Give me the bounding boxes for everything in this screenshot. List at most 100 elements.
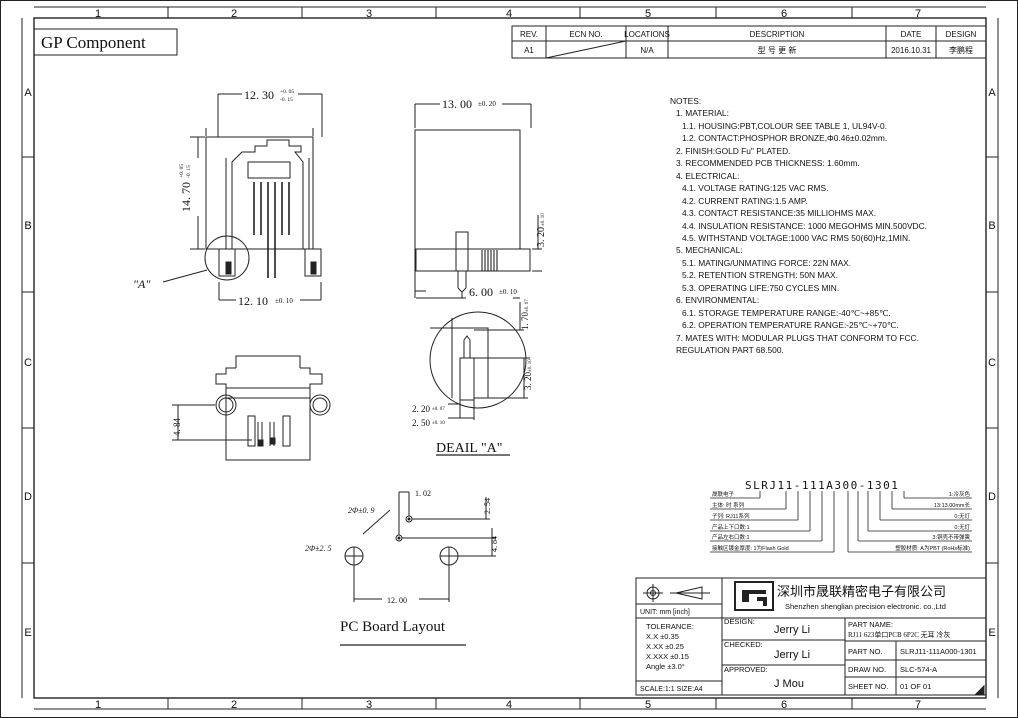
zone-col-5-top: 5 (645, 8, 651, 20)
part-name-label: PART NAME: (848, 620, 893, 629)
note-line: 4.1. VOLTAGE RATING:125 VAC RMS. (682, 183, 829, 194)
side-width-dim: 13. 00 (442, 97, 472, 111)
detail-a-view (429, 302, 530, 456)
design-name: Jerry Li (774, 624, 810, 636)
note-line: 6.1. STORAGE TEMPERATURE RANGE:-40℃~+85℃… (682, 307, 891, 318)
side-view (414, 103, 542, 299)
tolerance-heading: TOLERANCE: (646, 622, 694, 631)
side-pin-height-dim: 3. 20 (536, 227, 547, 247)
zone-col-3-bottom: 3 (366, 699, 372, 711)
bottom-view (172, 355, 331, 461)
bottom-view-dims: 4. 84 (172, 418, 182, 437)
rev-header-rev: REV. (520, 30, 538, 39)
zone-row-a-left: A (24, 87, 32, 99)
note-line: REGULATION PART 68.500. (676, 345, 784, 356)
front-height-tol-lower: -0. 15 (186, 165, 192, 178)
zone-col-1-bottom: 1 (95, 699, 101, 711)
zone-row-e-right: E (988, 627, 995, 639)
note-line: 6.2. OPERATION TEMPERATURE RANGE:-25℃~+7… (682, 320, 899, 331)
projection-symbol (643, 584, 710, 602)
side-view-dims: 13. 00 ±0. 20 3. 20 ±0. 10 6. 00 ±0. 10 (442, 97, 547, 299)
pcb-title: PC Board Layout (340, 619, 446, 635)
detail-dim-b: 3. 20 (523, 372, 533, 391)
note-line: 2. FINISH:GOLD Fu" PLATED. (676, 145, 791, 156)
pcb-layout (340, 491, 496, 646)
zone-col-2-bottom: 2 (231, 699, 237, 711)
part-code-left-4: 产品左右口数:1 (712, 533, 750, 541)
company-label-box (33, 28, 178, 56)
note-line: 4. ELECTRICAL: (676, 170, 740, 181)
detail-dim-d: 2. 50 (412, 418, 431, 428)
detail-title: DEAIL "A" (436, 441, 503, 456)
note-line: 3. RECOMMENDED PCB THICKNESS: 1.60mm. (676, 158, 860, 169)
part-code-right-0: 1:冷灰色 (949, 490, 971, 498)
rev-cell-design: 李鹏程 (949, 45, 973, 55)
detail-a-dims: 1. 70 ±0. 07 3. 20 ±0. 10 2. 20 ±0. 07 2… (412, 299, 533, 456)
zone-col-2-top: 2 (231, 8, 237, 20)
sheet-no: 01 OF 01 (900, 682, 931, 691)
pcb-dim-254: 2. 54 (483, 498, 492, 514)
part-no-label: PART NO. (848, 647, 883, 656)
detail-dim-d-tol: ±0. 10 (432, 421, 445, 426)
detail-dim-a: 1. 70 (520, 312, 530, 331)
part-code-right-5: 塑胶材质: A为PBT (RoHs标准) (895, 544, 970, 552)
zone-row-e-left: E (24, 627, 31, 639)
part-code-right-4: 3:铜壳不带弹簧 (932, 533, 970, 541)
front-width-dim: 12. 30 (244, 88, 274, 102)
note-line: 5.1. MATING/UNMATING FORCE: 22N MAX. (682, 257, 852, 268)
pcb-layout-dims: 1. 02 2Φ±0. 9 2Φ±2. 5 2. 54 4. 84 12. 00… (305, 489, 499, 635)
pcb-dim-1200: 12. 00 (387, 596, 407, 605)
notes-block: NOTES: 1. MATERIAL:1.1. HOUSING:PBT,COLO… (670, 95, 980, 357)
sheet-no-label: SHEET NO. (848, 682, 888, 691)
part-code-left-2: 子列: RJ11系列 (712, 512, 750, 520)
front-view (162, 93, 323, 301)
front-view-dims: 12. 30 +0. 05 -0. 15 14. 70 +0. 05 -0. 1… (133, 88, 294, 308)
zone-col-4-bottom: 4 (506, 699, 512, 711)
zone-row-b-right: B (988, 220, 995, 232)
front-height-dim: 14. 70 (179, 182, 193, 212)
company-logo (734, 581, 774, 611)
pcb-dim-484: 4. 84 (490, 536, 499, 552)
pcb-dim-102: 1. 02 (415, 489, 431, 498)
tolerance-angle: Angle ±3.0° (646, 662, 685, 671)
tolerance-xxx: X.XX ±0.25 (646, 642, 684, 651)
note-line: 4.4. INSULATION RESISTANCE: 1000 MEGOHMS… (682, 220, 927, 231)
note-line: 5. MECHANICAL: (676, 245, 743, 256)
revision-table: REV. ECN NO. LOCATIONS DESCRIPTION DATE … (511, 25, 987, 59)
part-code-left-5: 接触区镀金厚度: 1为Flash Gold (712, 544, 789, 552)
rev-header-ecn: ECN NO. (569, 30, 602, 39)
draw-no-label: DRAW NO. (848, 665, 886, 674)
zone-col-4-top: 4 (506, 8, 512, 20)
part-no: SLRJ11-111A000-1301 (900, 647, 977, 656)
side-pin-height-tol: ±0. 10 (541, 213, 546, 226)
zone-ticks (21, 6, 999, 710)
zone-col-5-bottom: 5 (645, 699, 651, 711)
pcb-hole-small: 2Φ±0. 9 (348, 506, 374, 515)
zone-row-b-left: B (24, 220, 31, 232)
note-line: 1.2. CONTACT:PHOSPHOR BRONZE,Φ0.46±0.02m… (682, 133, 888, 144)
front-width-tol-upper: +0. 05 (280, 89, 294, 95)
note-line: 5.3. OPERATING LIFE:750 CYCLES MIN. (682, 282, 840, 293)
part-code-left-1: 主体: 时 系列 (712, 501, 745, 509)
zone-col-7-top: 7 (915, 8, 921, 20)
approved-label: APPROVED: (724, 665, 768, 674)
zone-col-6-top: 6 (781, 8, 787, 20)
rev-header-locations: LOCATIONS (624, 30, 670, 39)
zone-row-c-left: C (24, 357, 32, 369)
zone-labels: 1 2 3 4 5 6 7 1 2 3 4 5 6 7 A B C D E A … (24, 8, 996, 711)
detail-dim-a-tol: ±0. 07 (525, 299, 530, 312)
title-block (635, 577, 987, 696)
approved-name: J Mou (774, 678, 804, 690)
part-code: SLRJ11-111A300-1301 (745, 479, 899, 492)
part-code-left-0: 晟联电子 (712, 490, 735, 498)
front-bottom-dim: 12. 10 (238, 294, 268, 308)
pcb-hole-large: 2Φ±2. 5 (305, 544, 331, 553)
notes-heading: NOTES: (670, 96, 702, 106)
tolerance-xx: X.X ±0.35 (646, 632, 679, 641)
rev-cell-date: 2016.10.31 (891, 46, 932, 55)
zone-col-7-bottom: 7 (915, 699, 921, 711)
note-line: 4.5. WITHSTAND VOLTAGE:1000 VAC RMS 50(6… (682, 232, 911, 243)
side-offset-tol: ±0. 10 (499, 288, 517, 296)
rev-header-design: DESIGN (946, 30, 977, 39)
